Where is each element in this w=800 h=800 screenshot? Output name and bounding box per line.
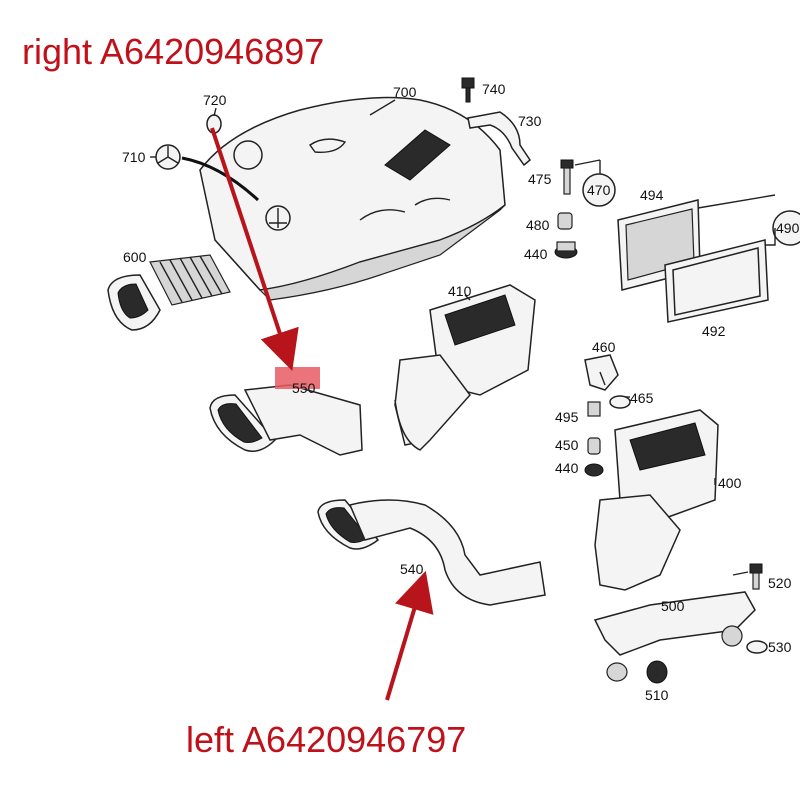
emblem-710: [155, 144, 260, 202]
bolt-740: [461, 77, 475, 103]
duct-540-left: [317, 499, 546, 606]
label-450: 450: [555, 437, 579, 453]
label-470: 470: [587, 182, 611, 198]
engine-cover-700: [199, 96, 506, 301]
duct-550-right: [209, 367, 363, 456]
filter-492: [664, 239, 769, 323]
label-520: 520: [768, 575, 792, 591]
label-492: 492: [702, 323, 726, 339]
callout-right: right A6420946897: [22, 31, 324, 72]
airbox-400: [594, 409, 719, 591]
label-700: 700: [393, 84, 417, 100]
bracket-500: [593, 591, 756, 682]
bracket-730: [467, 111, 531, 167]
leader-lines: [150, 99, 749, 576]
fasteners-495-450-440: [584, 401, 604, 477]
label-440-bottom: 440: [555, 460, 579, 476]
ring-465: [609, 395, 631, 409]
label-730: 730: [518, 113, 542, 129]
ref-circle-490: [772, 210, 800, 246]
bolt-520: [749, 563, 763, 590]
label-600: 600: [123, 249, 147, 265]
label-400: 400: [718, 475, 742, 491]
label-710: 710: [122, 149, 146, 165]
label-494: 494: [640, 187, 664, 203]
label-500: 500: [661, 598, 685, 614]
sensor-460: [584, 354, 619, 391]
bolt-475: [560, 159, 574, 195]
arrow-left: [385, 570, 434, 701]
label-460: 460: [592, 339, 616, 355]
ref-circle-470: [582, 173, 616, 207]
label-475: 475: [528, 171, 552, 187]
intake-duct-600: [107, 254, 231, 331]
label-410: 410: [448, 283, 472, 299]
label-530: 530: [768, 639, 792, 655]
label-550: 550: [292, 380, 316, 396]
label-540: 540: [400, 561, 424, 577]
label-480: 480: [526, 217, 550, 233]
label-465: 465: [630, 390, 654, 406]
mount-440-top: [554, 241, 578, 259]
nut-530: [746, 640, 768, 654]
label-740: 740: [482, 81, 506, 97]
washer-510: [646, 660, 668, 684]
airbox-410: [394, 284, 536, 451]
highlight-550: [275, 367, 320, 389]
grommet-480: [557, 212, 573, 230]
label-490: 490: [776, 220, 800, 236]
label-495: 495: [555, 409, 579, 425]
label-720: 720: [203, 92, 227, 108]
arrow-right: [210, 127, 299, 371]
label-440-top: 440: [524, 246, 548, 262]
label-510: 510: [645, 687, 669, 703]
callout-left: left A6420946797: [186, 719, 466, 760]
